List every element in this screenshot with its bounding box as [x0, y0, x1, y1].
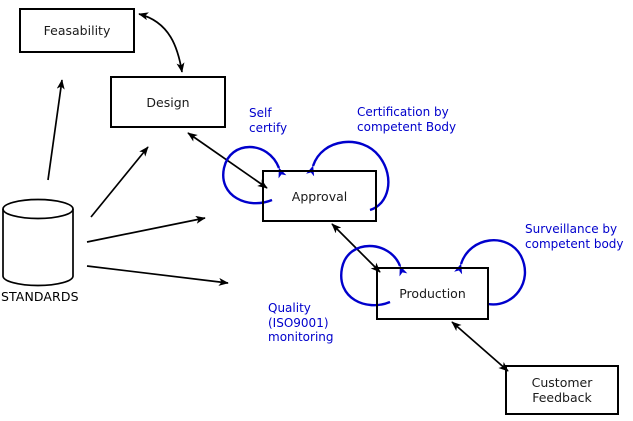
node-production[interactable]: Production [376, 267, 489, 320]
node-approval[interactable]: Approval [262, 170, 377, 222]
node-customer-feedback-label: Customer Feedback [531, 375, 593, 405]
annotation-quality-monitoring: Quality (ISO9001) monitoring [268, 301, 334, 344]
edge-standards-approval [86, 215, 206, 243]
annotation-surveillance-competent-body: Surveillance by competent body [525, 222, 624, 251]
edge-feasability-design [138, 12, 185, 73]
loop-self-certify [222, 145, 287, 205]
standards-cylinder-shape [2, 198, 74, 287]
edge-standards-production [86, 265, 229, 286]
edge-production-customer-feedback [451, 321, 509, 372]
loop-surveillance-competent-body [454, 239, 527, 306]
edge-standards-feasability [47, 79, 65, 181]
node-standards-label: STANDARDS [1, 289, 79, 304]
node-production-label: Production [399, 286, 466, 301]
node-feasability-label: Feasability [43, 23, 111, 38]
annotation-certification-competent-body: Certification by competent Body [357, 105, 457, 134]
node-design-label: Design [146, 94, 190, 110]
node-customer-feedback[interactable]: Customer Feedback [505, 365, 619, 415]
node-feasability[interactable]: Feasability [19, 8, 135, 53]
annotation-self-certify: Self certify [249, 106, 288, 135]
loop-certification-competent-body [306, 140, 390, 212]
loop-quality-monitoring [340, 244, 408, 307]
node-design[interactable]: Design [110, 76, 226, 128]
node-approval-label: Approval [291, 188, 348, 204]
edge-standards-design [90, 146, 149, 218]
